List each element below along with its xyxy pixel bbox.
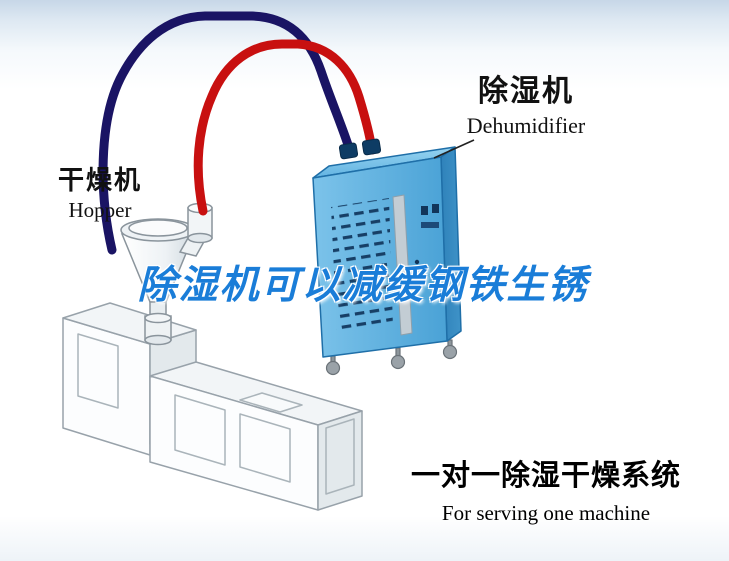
dehumidifier-label-en: Dehumidifier (466, 112, 586, 138)
hopper-label-cn: 干燥机 (57, 165, 142, 195)
hopper-label: 干燥机 Hopper (50, 165, 150, 223)
pipe-red (193, 39, 377, 216)
hopper-label-en: Hopper (68, 198, 132, 223)
control-panel (414, 204, 439, 265)
extruder-machine (62, 302, 363, 511)
pipe-navy (98, 11, 355, 255)
footer-subtitle-en: For serving one machine (441, 501, 651, 525)
hopper-dryer (120, 202, 213, 346)
caster-wheels (325, 339, 458, 376)
label-leader-line (433, 139, 475, 159)
dehumidifier-label: 除湿机 Dehumidifier (446, 76, 606, 137)
footer-block: 一对一除湿干燥系统 For serving one machine (398, 452, 694, 526)
door-divider-strip (392, 194, 413, 336)
pipe-fittings (338, 138, 382, 160)
footer-title-cn: 一对一除湿干燥系统 (410, 460, 681, 492)
dehumidifier-label-cn: 除湿机 (478, 75, 574, 108)
caption-text: 除湿机可以减缓钢铁生锈 (137, 264, 589, 307)
vent-grille (331, 198, 393, 336)
dehumidifier-cabinet (312, 146, 462, 376)
